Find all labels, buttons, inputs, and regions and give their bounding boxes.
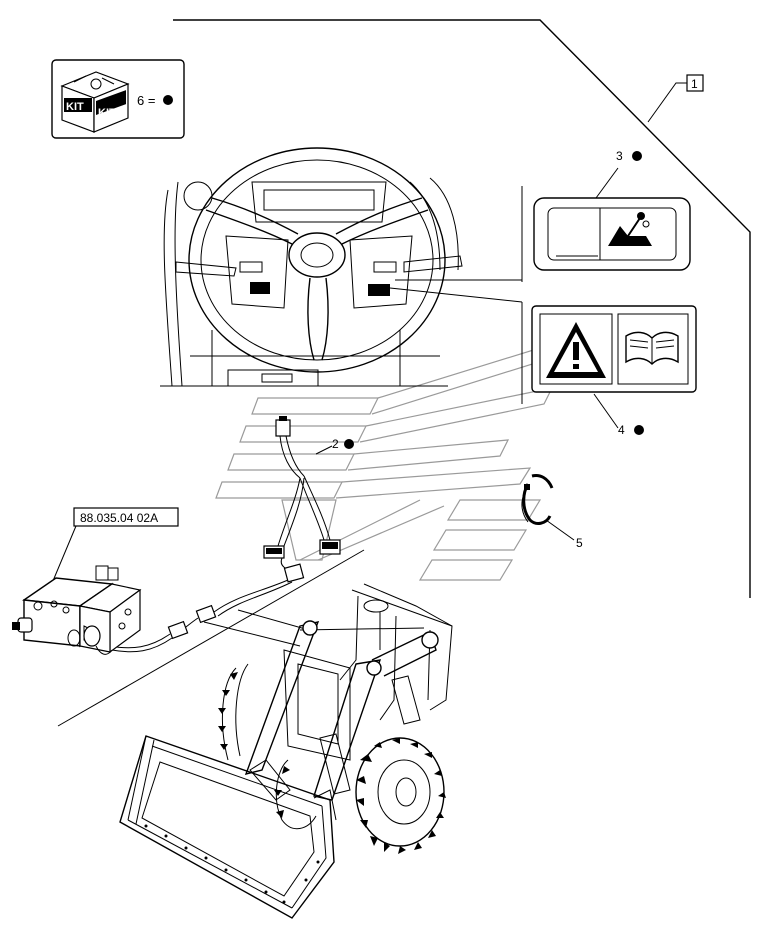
callout-3-label: 3 [616,149,623,163]
joystick-decal [533,197,691,271]
frame-outline [173,19,751,598]
warning-triangle-icon [546,322,606,378]
kit-box: KIT KIT 6 = [51,59,185,139]
clamp-part [521,474,554,525]
kit-label-right: KIT [98,107,116,119]
kit-label-left: KIT [66,101,84,113]
steering-wheel-assembly [160,147,463,387]
kit-box-icon [60,71,130,133]
loader-bucket [119,735,335,919]
callout-2-dot [344,439,354,449]
warning-decal [531,305,697,393]
callout-1-label: 1 [691,77,698,91]
kit-callout-text: 6 = [137,93,155,108]
callout-4: 4 [593,393,644,437]
kit-callout-dot [163,95,173,105]
leader-valve-loader [203,621,301,647]
joystick-decal-icon [608,212,652,246]
callout-2-label: 2 [332,437,339,451]
callout-3-dot [632,151,642,161]
callout-4-label: 4 [618,423,625,437]
hydraulic-valve [12,565,142,655]
reference-box: 88.035.04 02A [49,507,179,589]
leader-switch [389,287,523,303]
joystick-switch [368,284,390,296]
wiring-harness [109,416,341,653]
callout-1: 1 [647,74,704,123]
callout-2: 2 [315,437,354,455]
callout-5-label: 5 [576,536,583,550]
manual-book-icon [625,331,679,365]
callout-3: 3 [595,149,642,199]
reference-box-label: 88.035.04 02A [80,511,158,525]
leader-loader-left [57,549,365,727]
callout-4-dot [634,425,644,435]
tractor-loader [119,583,453,919]
callout-5: 5 [545,519,583,550]
